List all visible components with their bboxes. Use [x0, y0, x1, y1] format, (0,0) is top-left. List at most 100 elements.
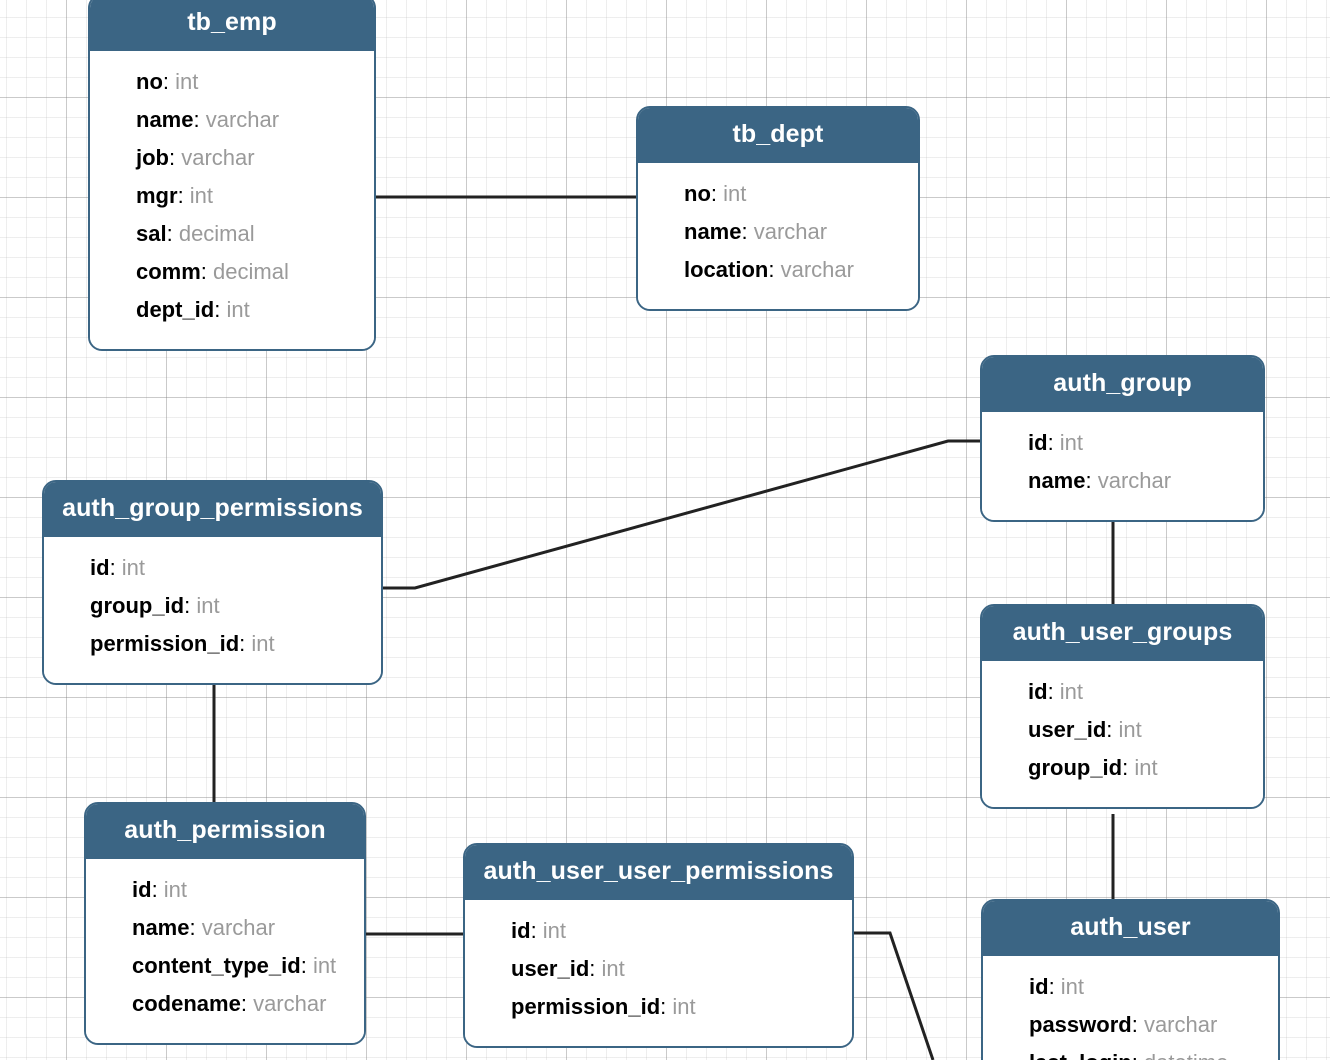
- field-type: int: [175, 69, 199, 94]
- field-row: job: varchar: [136, 141, 364, 179]
- field-row: id: int: [511, 914, 842, 952]
- field-name: id: [1028, 679, 1048, 704]
- entity-fields-auth_user: id: int password: varchar last_login: da…: [983, 956, 1278, 1060]
- field-name: content_type_id: [132, 953, 301, 978]
- field-name: id: [1028, 430, 1048, 455]
- field-separator: :: [710, 181, 724, 206]
- entity-auth_user_user_permissions[interactable]: auth_user_user_permissions id: int user_…: [463, 843, 854, 1048]
- field-type: int: [312, 953, 337, 978]
- entity-fields-auth_user_user_permissions: id: int user_id: int permission_id: int: [465, 900, 852, 1046]
- entity-auth_user_groups[interactable]: auth_user_groups id: int user_id: int gr…: [980, 604, 1265, 809]
- field-row: user_id: int: [1028, 713, 1253, 751]
- entity-fields-auth_group: id: int name: varchar: [982, 412, 1263, 520]
- field-separator: :: [169, 145, 182, 170]
- field-name: mgr: [136, 183, 178, 208]
- field-separator: :: [1106, 717, 1119, 742]
- field-type: int: [196, 593, 220, 618]
- entity-fields-tb_dept: no: int name: varchar location: varchar: [638, 163, 918, 309]
- entity-auth_group_permissions[interactable]: auth_group_permissions id: int group_id:…: [42, 480, 383, 685]
- entity-fields-tb_emp: no: int name: varchar job: varchar mgr: …: [90, 51, 374, 349]
- field-separator: :: [1132, 1050, 1144, 1060]
- connector-auth_user_user_permissions-auth_user: [853, 931, 935, 1060]
- field-name: id: [511, 918, 531, 943]
- field-type: int: [251, 631, 275, 656]
- field-name: comm: [136, 259, 201, 284]
- field-name: name: [136, 107, 194, 132]
- field-name: sal: [136, 221, 167, 246]
- field-type: int: [1059, 679, 1084, 704]
- field-separator: :: [530, 918, 543, 943]
- entity-tb_emp[interactable]: tb_emp no: int name: varchar job: varcha…: [88, 0, 376, 351]
- field-separator: :: [1085, 468, 1098, 493]
- field-name: name: [132, 915, 190, 940]
- field-type: varchar: [181, 145, 255, 170]
- field-row: group_id: int: [90, 589, 371, 627]
- field-row: name: varchar: [1028, 464, 1253, 502]
- field-name: name: [1028, 468, 1086, 493]
- field-type: int: [163, 877, 188, 902]
- field-separator: :: [1122, 755, 1135, 780]
- field-name: dept_id: [136, 297, 215, 322]
- field-row: mgr: int: [136, 179, 364, 217]
- field-type: varchar: [253, 991, 327, 1016]
- entity-title-auth_group_permissions: auth_group_permissions: [44, 482, 381, 537]
- entity-title-auth_user_user_permissions: auth_user_user_permissions: [465, 845, 852, 900]
- field-type: int: [189, 183, 214, 208]
- field-name: id: [1029, 974, 1049, 999]
- entity-fields-auth_permission: id: int name: varchar content_type_id: i…: [86, 859, 364, 1043]
- field-separator: :: [177, 183, 190, 208]
- field-row: user_id: int: [511, 952, 842, 990]
- field-separator: :: [741, 219, 754, 244]
- field-separator: :: [200, 259, 214, 284]
- field-row: id: int: [90, 551, 371, 589]
- field-type: decimal: [178, 221, 255, 246]
- field-type: varchar: [205, 107, 280, 132]
- entity-auth_permission[interactable]: auth_permission id: int name: varchar co…: [84, 802, 366, 1045]
- field-name: last_login: [1029, 1050, 1132, 1060]
- field-separator: :: [660, 994, 673, 1019]
- field-separator: :: [1047, 430, 1060, 455]
- field-row: id: int: [132, 873, 354, 911]
- connector-auth_group_permissions-auth_group: [381, 439, 982, 590]
- entity-fields-auth_user_groups: id: int user_id: int group_id: int: [982, 661, 1263, 807]
- field-row: comm: decimal: [136, 255, 364, 293]
- entity-title-auth_permission: auth_permission: [86, 804, 364, 859]
- field-type: int: [121, 555, 146, 580]
- field-row: group_id: int: [1028, 751, 1253, 789]
- field-separator: :: [768, 257, 781, 282]
- field-type: varchar: [780, 257, 854, 282]
- field-row: id: int: [1029, 970, 1268, 1008]
- field-separator: :: [166, 221, 179, 246]
- field-separator: :: [162, 69, 176, 94]
- field-row: content_type_id: int: [132, 949, 354, 987]
- field-separator: :: [214, 297, 227, 322]
- field-name: codename: [132, 991, 241, 1016]
- field-row: sal: decimal: [136, 217, 364, 255]
- entity-auth_group[interactable]: auth_group id: int name: varchar: [980, 355, 1265, 522]
- entity-fields-auth_group_permissions: id: int group_id: int permission_id: int: [44, 537, 381, 683]
- entity-auth_user[interactable]: auth_user id: int password: varchar last…: [981, 899, 1280, 1060]
- field-name: id: [90, 555, 110, 580]
- field-name: user_id: [511, 956, 590, 981]
- field-row: codename: varchar: [132, 987, 354, 1025]
- field-type: int: [226, 297, 250, 322]
- field-type: int: [542, 918, 567, 943]
- field-separator: :: [300, 953, 313, 978]
- field-separator: :: [589, 956, 602, 981]
- field-type: decimal: [213, 259, 289, 284]
- field-name: no: [684, 181, 711, 206]
- field-row: dept_id: int: [136, 293, 364, 331]
- field-type: varchar: [753, 219, 828, 244]
- field-separator: :: [193, 107, 206, 132]
- field-name: permission_id: [90, 631, 240, 656]
- field-type: varchar: [201, 915, 276, 940]
- field-row: permission_id: int: [90, 627, 371, 665]
- field-type: int: [1118, 717, 1142, 742]
- entity-tb_dept[interactable]: tb_dept no: int name: varchar location: …: [636, 106, 920, 311]
- field-row: name: varchar: [684, 215, 908, 253]
- field-name: id: [132, 877, 152, 902]
- field-name: job: [136, 145, 169, 170]
- field-type: int: [672, 994, 696, 1019]
- field-name: name: [684, 219, 742, 244]
